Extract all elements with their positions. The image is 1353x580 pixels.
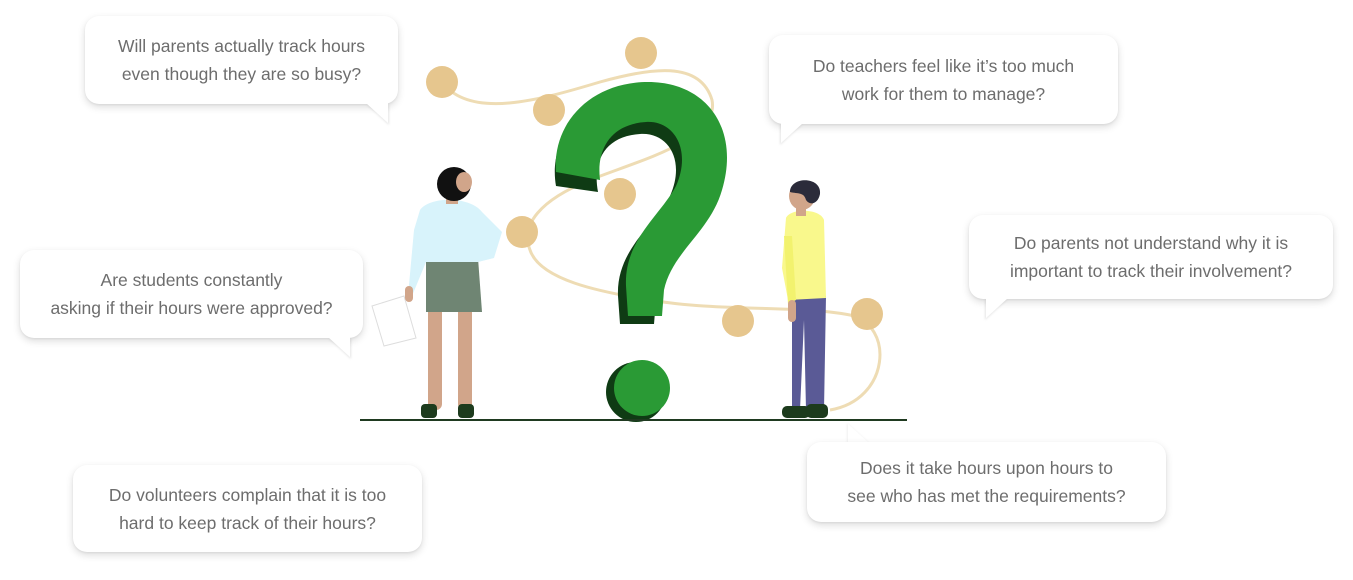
bubble-text: Do volunteers complain that it is too ha… — [108, 484, 387, 533]
dot — [625, 37, 657, 69]
dot — [533, 94, 565, 126]
decorative-path — [440, 69, 882, 412]
speech-bubble-parents-busy: Will parents actually track hours even t… — [85, 16, 398, 104]
dot — [506, 216, 538, 248]
bubble-tail — [986, 298, 1008, 318]
bubble-text: Are students constantly asking if their … — [50, 270, 333, 318]
speech-bubble-requirements-hours: Does it take hours upon hours to see who… — [807, 442, 1166, 522]
dot — [604, 178, 636, 210]
woman-figure — [371, 167, 502, 418]
question-mark-icon — [554, 82, 727, 422]
man-figure — [782, 180, 828, 418]
speech-bubble-parents-understand: Do parents not understand why it is impo… — [969, 215, 1333, 299]
bubble-text: Does it take hours upon hours to see who… — [847, 458, 1126, 506]
dot — [851, 298, 883, 330]
bubble-tail — [328, 337, 350, 357]
dot — [722, 305, 754, 337]
bubble-text: Will parents actually track hours even t… — [117, 36, 366, 84]
bubble-tail — [848, 424, 870, 444]
bubble-tail — [781, 123, 803, 143]
dot — [426, 66, 458, 98]
bubble-text: Do parents not understand why it is impo… — [1009, 233, 1293, 281]
speech-bubble-teachers-work: Do teachers feel like it’s too much work… — [769, 35, 1118, 124]
bubble-text: Do teachers feel like it’s too much work… — [812, 55, 1075, 104]
speech-bubble-volunteers-complain: Do volunteers complain that it is too ha… — [73, 465, 422, 552]
bubble-tail — [366, 103, 388, 123]
speech-bubble-students-approved: Are students constantly asking if their … — [20, 250, 363, 338]
